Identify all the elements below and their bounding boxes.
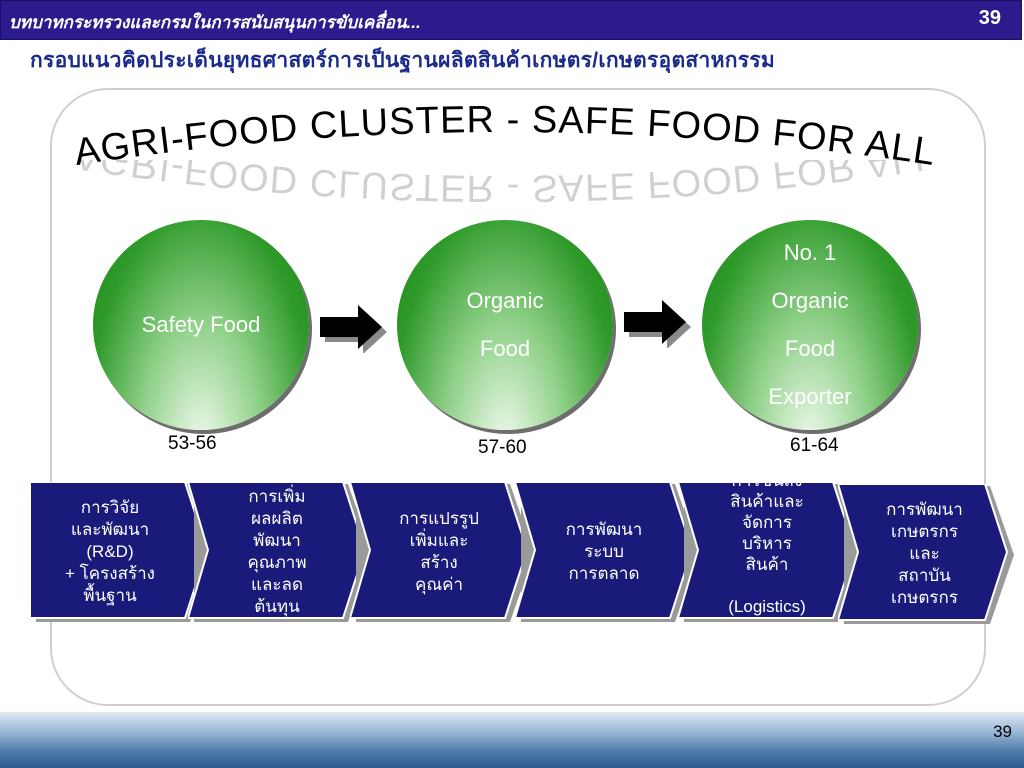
stage-code: 53-56 xyxy=(168,433,217,454)
step-text: สถาบัน xyxy=(898,566,951,585)
step-text: พื้นฐาน xyxy=(83,586,137,605)
step-chevron-processing: การแปรรูป เพิ่มและ สร้าง คุณค่า xyxy=(350,482,534,622)
step-text: การแปรรูป xyxy=(399,509,479,528)
step-chevron-marketing: การพัฒนา ระบบ การตลาด xyxy=(515,482,699,622)
step-text: สินค้า xyxy=(745,555,789,574)
svg-text:AGRI-FOOD CLUSTER - SAFE FOOD: AGRI-FOOD CLUSTER - SAFE FOOD FOR ALL xyxy=(71,160,938,206)
step-text: บริหาร xyxy=(742,534,792,553)
header-slide-number: 39 xyxy=(978,7,1001,29)
stage-label: Food xyxy=(479,336,531,361)
step-text: การพัฒนา xyxy=(565,520,643,539)
stage-label: Safety Food xyxy=(141,312,261,337)
step-text: และ xyxy=(909,544,940,563)
header-title: บทบาทกระทรวงและกรมในการสนับสนุนการขับเคล… xyxy=(9,13,421,32)
stage-label: Exporter xyxy=(768,384,852,409)
step-text: เพิ่มและ xyxy=(409,531,469,550)
step-chevron-logistics: การขนส่ง สินค้าและ จัดการ บริหาร สินค้า … xyxy=(678,471,862,622)
step-text: การขนส่ง xyxy=(731,471,803,490)
header-bar: บทบาทกระทรวงและกรมในการสนับสนุนการขับเคล… xyxy=(0,0,1022,40)
stage-circle-organic-exporter: No. 1 Organic Food Exporter xyxy=(702,220,918,430)
step-text: พัฒนา xyxy=(253,531,301,550)
step-text: การตลาด xyxy=(568,564,640,583)
cluster-banner: AGRI-FOOD CLUSTER - SAFE FOOD FOR ALL xyxy=(71,102,937,172)
step-text: (R&D) xyxy=(86,542,134,561)
stage-label: Food xyxy=(784,336,836,361)
step-text: ต้นทุน xyxy=(254,597,300,616)
banner-reflection-text: AGRI-FOOD CLUSTER - SAFE FOOD FOR ALL xyxy=(71,160,937,206)
step-text: สินค้าและ xyxy=(730,492,804,511)
arrow-right-icon xyxy=(624,300,691,348)
step-text: + โครงสร้าง xyxy=(65,564,155,583)
stage-code: 61-64 xyxy=(790,435,839,456)
footer-band: 39 xyxy=(0,712,1024,768)
step-text: และลด xyxy=(251,575,303,594)
step-text: จัดการ xyxy=(742,513,792,532)
step-text: การวิจัย xyxy=(80,498,140,517)
step-text: คุณค่า xyxy=(414,575,464,594)
slide-subtitle: กรอบแนวคิดประเด็นยุทธศาสตร์การเป็นฐานผลิ… xyxy=(30,49,776,72)
step-chevron-farmers: การพัฒนา เกษตรกร และ สถาบัน เกษตรกร xyxy=(838,484,1022,624)
stage-code: 57-60 xyxy=(478,437,527,458)
step-text: เกษตรกร xyxy=(891,588,958,607)
step-text: ระบบ xyxy=(584,542,624,561)
stage-label: No. 1 xyxy=(783,240,837,265)
step-text: การเพิ่ม xyxy=(248,487,306,506)
step-text: และพัฒนา xyxy=(70,520,150,539)
step-text: คุณภาพ xyxy=(247,553,307,572)
step-chevron-research: การวิจัย และพัฒนา (R&D) + โครงสร้าง พื้น… xyxy=(30,482,214,622)
step-text: (Logistics) xyxy=(728,597,806,616)
stage-circle-safety-food: Safety Food xyxy=(93,220,309,430)
step-text: สร้าง xyxy=(420,553,458,572)
stage-label: Organic xyxy=(771,288,849,313)
banner-reflection: AGRI-FOOD CLUSTER - SAFE FOOD FOR ALL xyxy=(71,160,938,206)
step-text: เกษตรกร xyxy=(891,522,958,541)
arrow-right-icon xyxy=(320,305,387,353)
stage-circle-organic-food: Organic Food xyxy=(397,220,613,430)
step-chevron-productivity: การเพิ่ม ผลผลิต พัฒนา คุณภาพ และลด ต้นทุ… xyxy=(188,482,372,622)
stage-label: Organic xyxy=(466,288,544,313)
footer-page-number: 39 xyxy=(993,722,1012,741)
step-text: ผลผลิต xyxy=(251,509,303,528)
step-text: การพัฒนา xyxy=(886,500,963,519)
